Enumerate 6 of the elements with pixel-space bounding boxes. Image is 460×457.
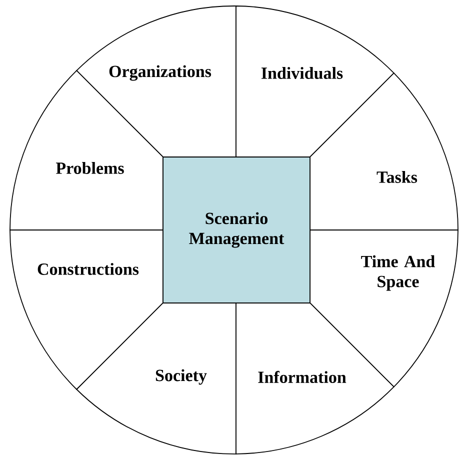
- sector: Information: [236, 302, 394, 454]
- sector: Organizations: [76, 6, 236, 158]
- sector: Society: [76, 302, 236, 454]
- center-box: Scenario Management: [162, 156, 310, 304]
- sector: Individuals: [236, 6, 394, 158]
- node-label: Tasks: [376, 171, 418, 183]
